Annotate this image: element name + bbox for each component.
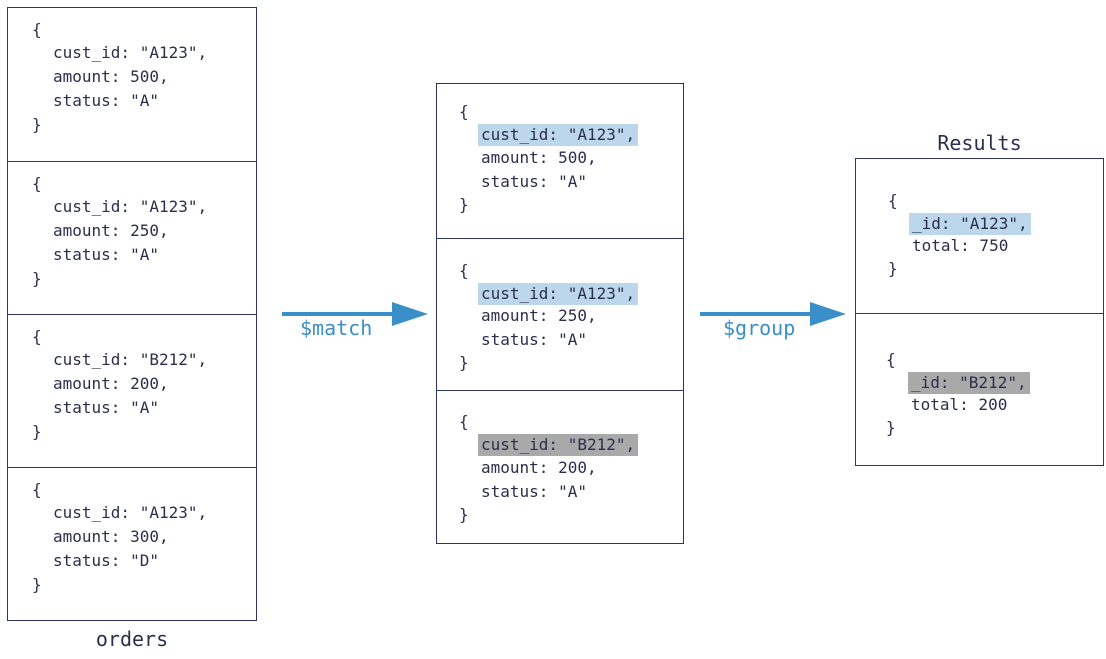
orders-collection: { cust_id: "A123", amount: 500, status: …: [7, 7, 257, 621]
open-brace: {: [32, 480, 42, 499]
field-id-highlighted: _id: "B212",: [908, 372, 1030, 394]
field-status: status: "D": [53, 551, 159, 570]
orders-document: { cust_id: "A123", amount: 300, status: …: [8, 467, 256, 619]
group-arrow-icon: [700, 302, 846, 326]
field-status: status: "A": [481, 482, 587, 501]
field-cust-id: cust_id: "A123",: [53, 197, 208, 216]
close-brace: }: [32, 115, 42, 134]
field-amount: amount: 300,: [53, 527, 169, 546]
field-cust-id: cust_id: "B212",: [53, 350, 208, 369]
field-status: status: "A": [481, 172, 587, 191]
field-total: total: 200: [911, 395, 1008, 414]
field-cust-id-highlighted: cust_id: "A123",: [478, 283, 639, 305]
match-stage-label: $match: [300, 316, 373, 340]
field-amount: amount: 500,: [481, 148, 597, 167]
open-brace: {: [32, 20, 42, 39]
field-status: status: "A": [481, 330, 587, 349]
close-brace: }: [886, 418, 896, 437]
results-documents: { _id: "A123", total: 750 } { _id: "B212…: [855, 158, 1104, 466]
orders-document: { cust_id: "A123", amount: 250, status: …: [8, 161, 256, 314]
field-total: total: 750: [912, 236, 1009, 255]
field-cust-id-highlighted: cust_id: "B212",: [478, 434, 639, 456]
open-brace: {: [459, 102, 469, 121]
result-document: { _id: "A123", total: 750 }: [856, 159, 1103, 313]
field-amount: amount: 500,: [53, 67, 169, 86]
close-brace: }: [459, 353, 469, 372]
close-brace: }: [888, 259, 898, 278]
open-brace: {: [459, 261, 469, 280]
result-document: { _id: "B212", total: 200 }: [856, 313, 1103, 465]
field-amount: amount: 200,: [53, 374, 169, 393]
results-caption: Results: [937, 131, 1022, 155]
group-stage-label: $group: [723, 316, 796, 340]
matched-document: { cust_id: "A123", amount: 250, status: …: [437, 238, 683, 390]
field-status: status: "A": [53, 245, 159, 264]
open-brace: {: [32, 174, 42, 193]
close-brace: }: [32, 575, 42, 594]
field-cust-id: cust_id: "A123",: [53, 503, 208, 522]
orders-document: { cust_id: "B212", amount: 200, status: …: [8, 314, 256, 467]
open-brace: {: [32, 327, 42, 346]
close-brace: }: [32, 422, 42, 441]
matched-documents: { cust_id: "A123", amount: 500, status: …: [436, 83, 684, 544]
orders-document: { cust_id: "A123", amount: 500, status: …: [8, 8, 256, 161]
matched-document: { cust_id: "B212", amount: 200, status: …: [437, 390, 683, 542]
field-id-highlighted: _id: "A123",: [909, 213, 1031, 235]
orders-caption: orders: [95, 627, 169, 651]
close-brace: }: [459, 505, 469, 524]
match-arrow-icon: [282, 302, 428, 326]
close-brace: }: [32, 269, 42, 288]
field-status: status: "A": [53, 91, 159, 110]
matched-document: { cust_id: "A123", amount: 500, status: …: [437, 84, 683, 238]
field-cust-id-highlighted: cust_id: "A123",: [478, 124, 639, 146]
field-amount: amount: 250,: [481, 306, 597, 325]
close-brace: }: [459, 195, 469, 214]
field-amount: amount: 200,: [481, 458, 597, 477]
open-brace: {: [459, 412, 469, 431]
open-brace: {: [886, 350, 896, 369]
open-brace: {: [888, 191, 898, 210]
field-amount: amount: 250,: [53, 221, 169, 240]
field-cust-id: cust_id: "A123",: [53, 43, 208, 62]
field-status: status: "A": [53, 398, 159, 417]
